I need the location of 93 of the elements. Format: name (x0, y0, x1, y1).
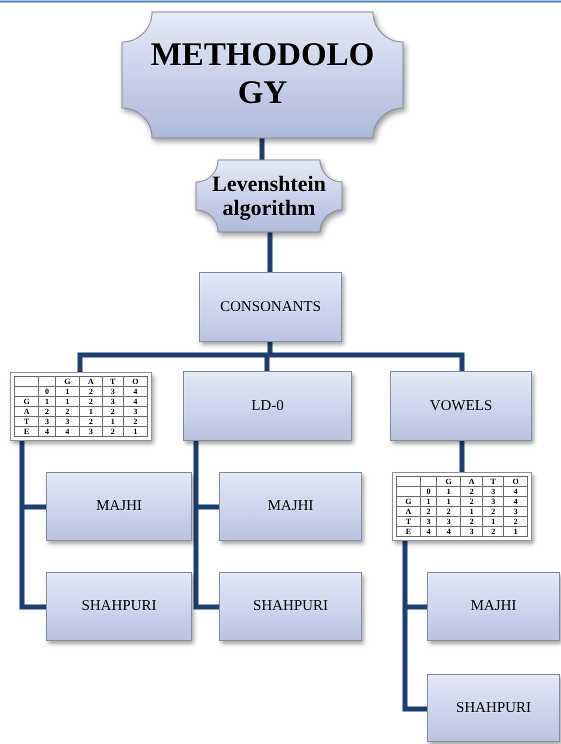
table-cell: 2 (123, 416, 148, 426)
table-cell: A (80, 376, 102, 386)
table-cell: T (482, 476, 504, 486)
table-cell: 1 (436, 496, 460, 506)
table-cell: 3 (55, 416, 80, 426)
table-cell: G (14, 396, 39, 406)
table-cell: 0 (38, 386, 56, 396)
table-cell: G (55, 376, 80, 386)
table-cell: 4 (55, 426, 80, 436)
table-cell: T (396, 516, 420, 526)
table-cell: 2 (420, 506, 437, 516)
table-cell: 4 (504, 496, 528, 506)
box-label: CONSONANTS (220, 298, 321, 316)
table-cell: A (14, 406, 39, 416)
box-label: SHAHPURI (456, 700, 531, 716)
table-cell: 3 (123, 406, 148, 416)
table-cell: 4 (504, 486, 528, 496)
distance-table (10, 372, 152, 441)
box-label: MAJHI (268, 498, 314, 515)
box-label: SHAHPURI (81, 598, 156, 615)
process-box (219, 572, 362, 641)
box-label: MAJHI (96, 498, 142, 515)
box-label: SHAHPURI (252, 598, 328, 615)
table-cell: 3 (504, 506, 528, 516)
table-cell: 3 (420, 516, 437, 526)
table-cell: 2 (80, 396, 102, 406)
distance-table (392, 472, 532, 541)
title-plaque (196, 160, 342, 232)
title-text: Levenshtein algorithm (211, 172, 327, 220)
table-cell: 2 (102, 426, 124, 436)
process-box (199, 272, 342, 342)
table-cell: G (436, 476, 460, 486)
table-cell: E (396, 526, 420, 536)
table-cell: A (396, 506, 420, 516)
title-text: METHODOLOGY (150, 37, 376, 113)
table-cell: 3 (80, 426, 102, 436)
table-cell: 2 (460, 486, 483, 496)
table-cell: 1 (55, 396, 80, 406)
table-cell: 1 (482, 516, 504, 526)
table-cell: 3 (482, 496, 504, 506)
table-cell: 1 (38, 396, 56, 406)
process-box (427, 572, 560, 641)
process-box (390, 371, 532, 441)
table-cell: 2 (436, 506, 460, 516)
table-cell: 2 (80, 386, 102, 396)
table-cell: 3 (460, 526, 483, 536)
table-cell: 4 (420, 526, 437, 536)
table-cell: 0 (420, 486, 437, 496)
table-cell: T (14, 416, 39, 426)
table-cell: 2 (504, 516, 528, 526)
table-cell: 2 (482, 506, 504, 516)
process-box (219, 472, 362, 541)
table-cell: T (102, 376, 124, 386)
process-box (427, 674, 560, 742)
table-cell: 2 (460, 496, 483, 506)
table-cell: O (123, 376, 148, 386)
table-cell: 4 (123, 396, 148, 406)
table-cell: A (460, 476, 483, 486)
table-cell: 1 (436, 486, 460, 496)
box-label: LD-0 (251, 398, 284, 414)
connector-line (460, 441, 464, 472)
table-cell: 2 (102, 406, 124, 416)
table-cell: 1 (55, 386, 80, 396)
connector-line (260, 138, 264, 160)
table-cell: 2 (80, 416, 102, 426)
table-cell: 1 (80, 406, 102, 416)
table-cell: 3 (102, 396, 124, 406)
table-cell: 2 (460, 516, 483, 526)
box-label: VOWELS (430, 398, 492, 414)
table-cell: 2 (55, 406, 80, 416)
table-cell: 1 (504, 526, 528, 536)
table-cell: O (504, 476, 528, 486)
process-box (46, 472, 192, 541)
table-cell: 1 (123, 426, 148, 436)
table-cell: 4 (123, 386, 148, 396)
table-cell: 1 (460, 506, 483, 516)
process-box (46, 572, 192, 641)
table-cell: 3 (436, 516, 460, 526)
table-cell: E (14, 426, 39, 436)
table-cell: 1 (102, 416, 124, 426)
box-label: MAJHI (470, 598, 516, 615)
table-cell: 3 (482, 486, 504, 496)
table-cell: 3 (38, 416, 56, 426)
table-cell: 1 (420, 496, 437, 506)
table-cell: 4 (436, 526, 460, 536)
table-cell: 4 (38, 426, 56, 436)
table-cell: 2 (482, 526, 504, 536)
table-cell: 3 (102, 386, 124, 396)
connector-line (268, 232, 272, 272)
table-cell: 2 (38, 406, 56, 416)
table-cell: G (396, 496, 420, 506)
title-plaque (122, 12, 403, 138)
process-box (183, 371, 352, 441)
